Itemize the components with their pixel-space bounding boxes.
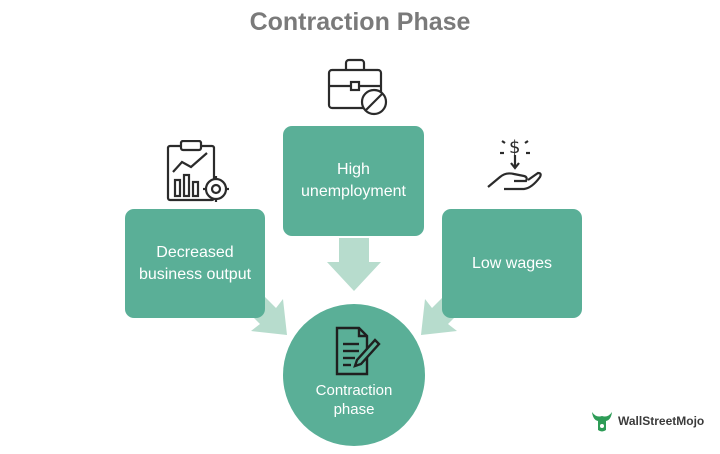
box-left-line1: Decreased (156, 243, 234, 261)
box-left-line2: business output (138, 265, 252, 283)
box-top-line1: High (337, 161, 370, 178)
arrow-down (327, 238, 381, 291)
logo-text: WallStreetMojo (618, 414, 705, 428)
low-wages-box: Low wages (442, 209, 582, 318)
contraction-phase-circle: Contraction phase (283, 304, 425, 446)
bull-logo-icon (592, 412, 612, 432)
document-pen-icon (333, 326, 381, 381)
decreased-business-output-box: Decreased business output (125, 209, 265, 318)
briefcase-ban-icon (326, 56, 390, 123)
high-unemployment-box: High unemployment (283, 126, 424, 236)
hand-dollar-icon: $ (484, 133, 550, 204)
page-title: Contraction Phase (249, 8, 471, 36)
svg-text:$: $ (509, 137, 520, 158)
center-line1: Contraction (315, 382, 393, 399)
center-line2: phase (333, 401, 375, 418)
box-right-line1: Low wages (471, 254, 553, 272)
wallstreetmojo-logo: WallStreetMojo (590, 408, 704, 434)
clipboard-chart-icon (164, 139, 234, 209)
box-top-line2: unemployment (301, 183, 406, 200)
